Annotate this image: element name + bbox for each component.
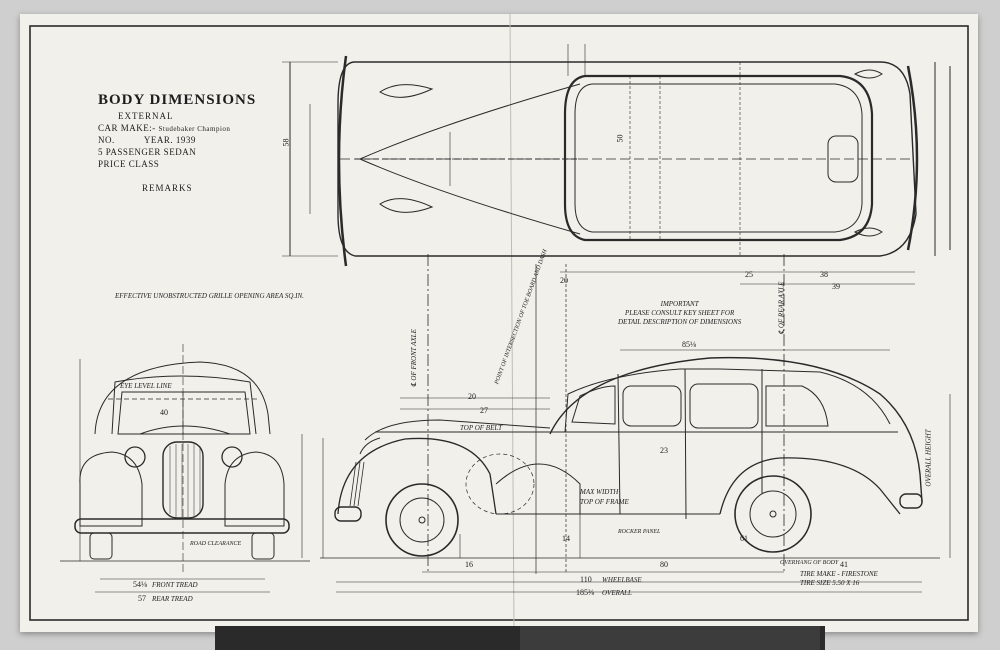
dim-side-23: 23 (660, 446, 668, 455)
front-axle-label: ℄ OF FRONT AXLE (409, 329, 418, 387)
dim-side-20: 20 (468, 392, 476, 401)
dim-top-20: 20 (560, 276, 568, 285)
dim-side-14: 14 (562, 534, 570, 543)
side-view (301, 349, 951, 593)
front-tread-label: FRONT TREAD (152, 581, 198, 589)
title-block: BODY DIMENSIONS EXTERNAL CAR MAKE:- Stud… (98, 92, 256, 193)
dim-side-16: 16 (465, 560, 473, 569)
top-of-belt-label: TOP OF BELT (460, 424, 502, 432)
rocker-panel-label: ROCKER PANEL (618, 529, 661, 535)
car-make-value: Studebaker Champion (158, 125, 231, 133)
overall-height-label: OVERALL HEIGHT (924, 429, 933, 487)
max-width-label: MAX WIDTH (580, 488, 619, 496)
dim-front-40: 40 (160, 408, 168, 417)
dim-side-61: 61 (740, 534, 748, 543)
sheet-subtitle: EXTERNAL (118, 111, 174, 121)
year-label: YEAR. (143, 135, 174, 145)
remarks-label: REMARKS (142, 183, 193, 193)
price-class-label: PRICE CLASS (98, 159, 160, 169)
tire-size-label: TIRE SIZE 5.50 X 16 (800, 579, 860, 587)
wheelbase-value: 110 (580, 575, 592, 584)
overhang-label: OVERHANG OF BODY (780, 560, 839, 566)
overall-label: OVERALL (602, 589, 632, 597)
important-title: IMPORTANT (660, 300, 699, 308)
dim-top-38: 38 (820, 270, 828, 279)
top-of-frame-label: TOP OF FRAME (580, 498, 629, 506)
important-note: IMPORTANT PLEASE CONSULT KEY SHEET FOR D… (618, 300, 741, 327)
dim-side-80: 80 (660, 560, 668, 569)
rear-tread-value: 57 (138, 594, 146, 603)
front-tread-value: 54⅛ (133, 580, 147, 589)
front-view (60, 344, 310, 593)
dim-top-39: 39 (832, 282, 840, 291)
rear-tread-label: REAR TREAD (152, 595, 193, 603)
car-make-label: CAR MAKE:- (98, 123, 156, 133)
eye-level-label: EYE LEVEL LINE (120, 382, 172, 390)
overall-length-value: 185⅜ (576, 588, 594, 597)
plan-view (282, 44, 951, 285)
year-value: 1939 (175, 135, 196, 145)
grille-area-note: EFFECTIVE UNOBSTRUCTED GRILLE OPENING AR… (115, 292, 304, 300)
no-label: NO. (98, 135, 115, 145)
body-type: 5 PASSENGER SEDAN (98, 147, 197, 157)
important-line2: DETAIL DESCRIPTION OF DIMENSIONS (618, 318, 742, 326)
table-edge-shadow (520, 626, 820, 650)
car-make-row: CAR MAKE:- Studebaker Champion (98, 123, 256, 133)
dim-side-27: 27 (480, 406, 488, 415)
important-line1: PLEASE CONSULT KEY SHEET FOR (624, 309, 735, 317)
sheet-title: BODY DIMENSIONS (98, 92, 257, 108)
dim-top-25: 25 (745, 270, 753, 279)
wheelbase-label: WHEELBASE (602, 576, 642, 584)
no-year-row: NO. YEAR. 1939 (98, 135, 256, 145)
dim-plan-50: 50 (615, 134, 625, 143)
road-clearance-label: ROAD CLEARANCE (190, 541, 242, 547)
dim-side-41: 41 (840, 560, 848, 569)
dim-front-58: 58 (281, 138, 291, 147)
blueprint-drawing (29, 14, 969, 632)
tire-make-label: TIRE MAKE - FIRESTONE (800, 570, 878, 578)
blueprint-sheet: BODY DIMENSIONS EXTERNAL CAR MAKE:- Stud… (20, 14, 978, 632)
dim-body-width: 85⅛ (682, 340, 696, 349)
rear-axle-label: ℄ OF REAR AXLE (777, 281, 786, 335)
